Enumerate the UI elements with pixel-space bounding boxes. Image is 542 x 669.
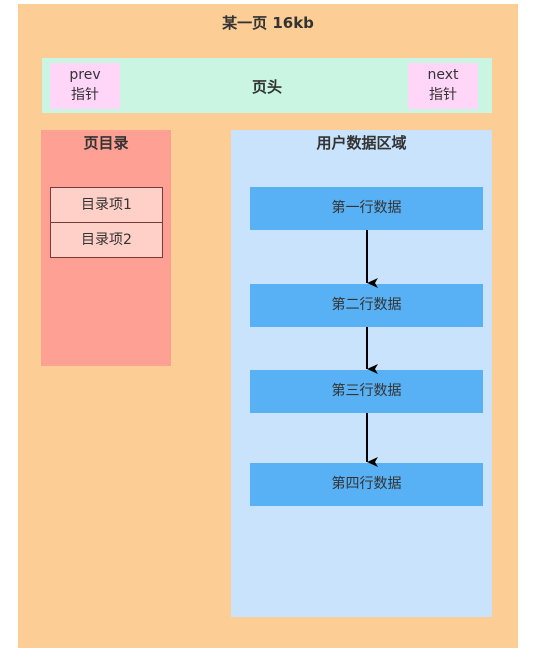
page-title: 某一页 16kb bbox=[222, 14, 314, 32]
directory-item-2: 目录项2 bbox=[50, 222, 163, 258]
data-row-2: 第二行数据 bbox=[250, 284, 483, 327]
prev-pointer-box: prev 指针 bbox=[50, 63, 120, 109]
data-row-4: 第四行数据 bbox=[250, 463, 483, 506]
data-row-1: 第一行数据 bbox=[250, 187, 483, 230]
next-pointer-line1: next bbox=[427, 67, 459, 83]
next-pointer-line2: 指针 bbox=[429, 87, 457, 103]
data-row-3: 第三行数据 bbox=[250, 370, 483, 413]
next-pointer-box: next 指针 bbox=[408, 63, 478, 109]
page-directory-title: 页目录 bbox=[83, 134, 129, 152]
prev-pointer-line1: prev bbox=[69, 67, 101, 83]
user-data-title: 用户数据区域 bbox=[316, 134, 407, 152]
prev-pointer-line2: 指针 bbox=[71, 87, 99, 103]
page-header-label: 页头 bbox=[251, 78, 282, 96]
